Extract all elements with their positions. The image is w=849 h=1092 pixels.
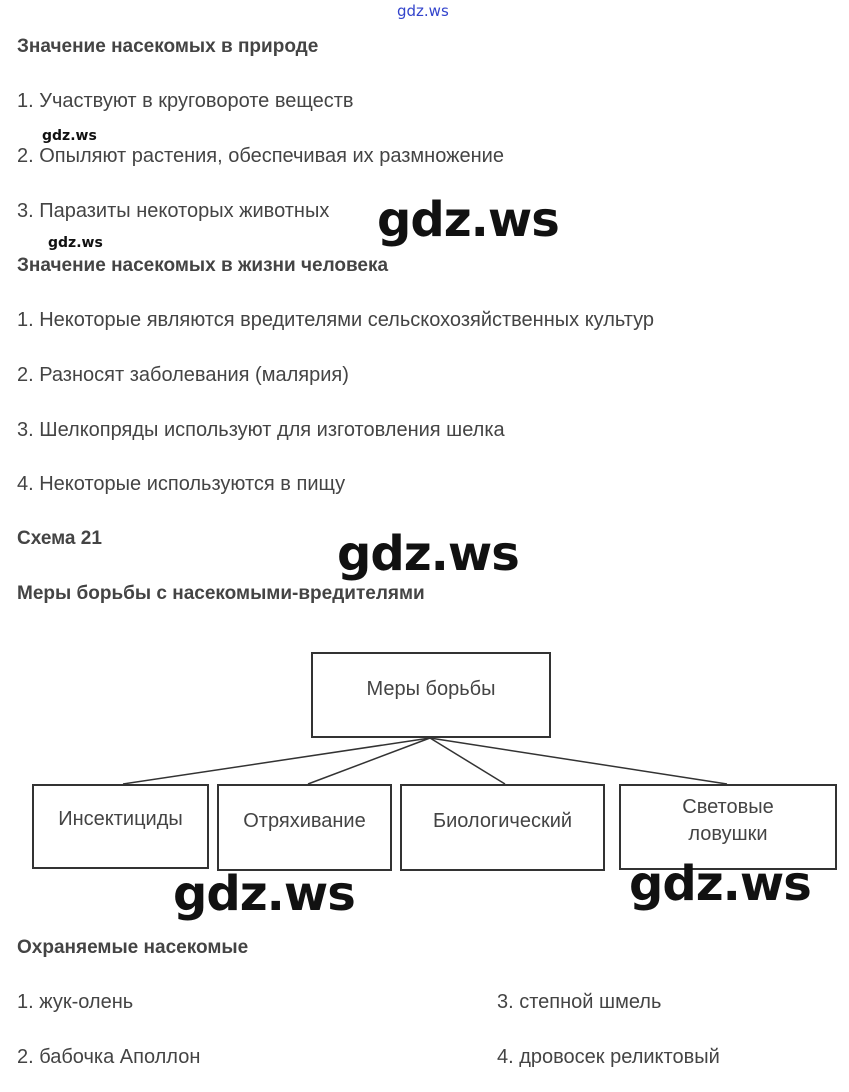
list-item: 2. бабочка Аполлон [17,1046,201,1068]
diagram-child-box: Биологический [400,784,605,871]
watermark: gdz.ws [337,526,520,582]
diagram-child-box: Отряхивание [217,784,392,871]
scheme-label: Схема 21 [17,528,102,549]
connector-line [307,737,431,785]
section-title-protected: Охраняемые насекомые [17,937,249,958]
watermark: gdz.ws [42,128,97,144]
diagram-root-box: Меры борьбы [311,652,551,738]
list-item: 1. Участвуют в круговороте веществ [17,90,354,112]
section-title-human: Значение насекомых в жизни человека [17,255,389,276]
scheme-title: Меры борьбы с насекомыми-вредителями [17,583,425,604]
watermark: gdz.ws [629,856,812,912]
list-item: 4. Некоторые используются в пищу [17,473,346,495]
watermark: gdz.ws [48,235,103,251]
connector-line [429,737,728,785]
list-item: 3. Паразиты некоторых животных [17,200,330,222]
watermark: gdz.ws [173,866,356,922]
list-item: 1. жук-олень [17,991,134,1013]
list-item: 2. Разносят заболевания (малярия) [17,364,349,386]
diagram-child-box: Световые ловушки [619,784,837,870]
section-title-nature: Значение насекомых в природе [17,36,319,57]
list-item: 4. дровосек реликтовый [497,1046,720,1068]
list-item: 3. Шелкопряды используют для изготовлени… [17,419,505,441]
list-item: 2. Опыляют растения, обеспечивая их разм… [17,145,504,167]
diagram-child-box: Инсектициды [32,784,209,869]
list-item: 3. степной шмель [497,991,662,1013]
watermark-top: gdz.ws [397,2,449,20]
connector-line [122,737,431,785]
list-item: 1. Некоторые являются вредителями сельск… [17,309,655,331]
connector-line [429,737,506,785]
watermark: gdz.ws [377,192,560,248]
